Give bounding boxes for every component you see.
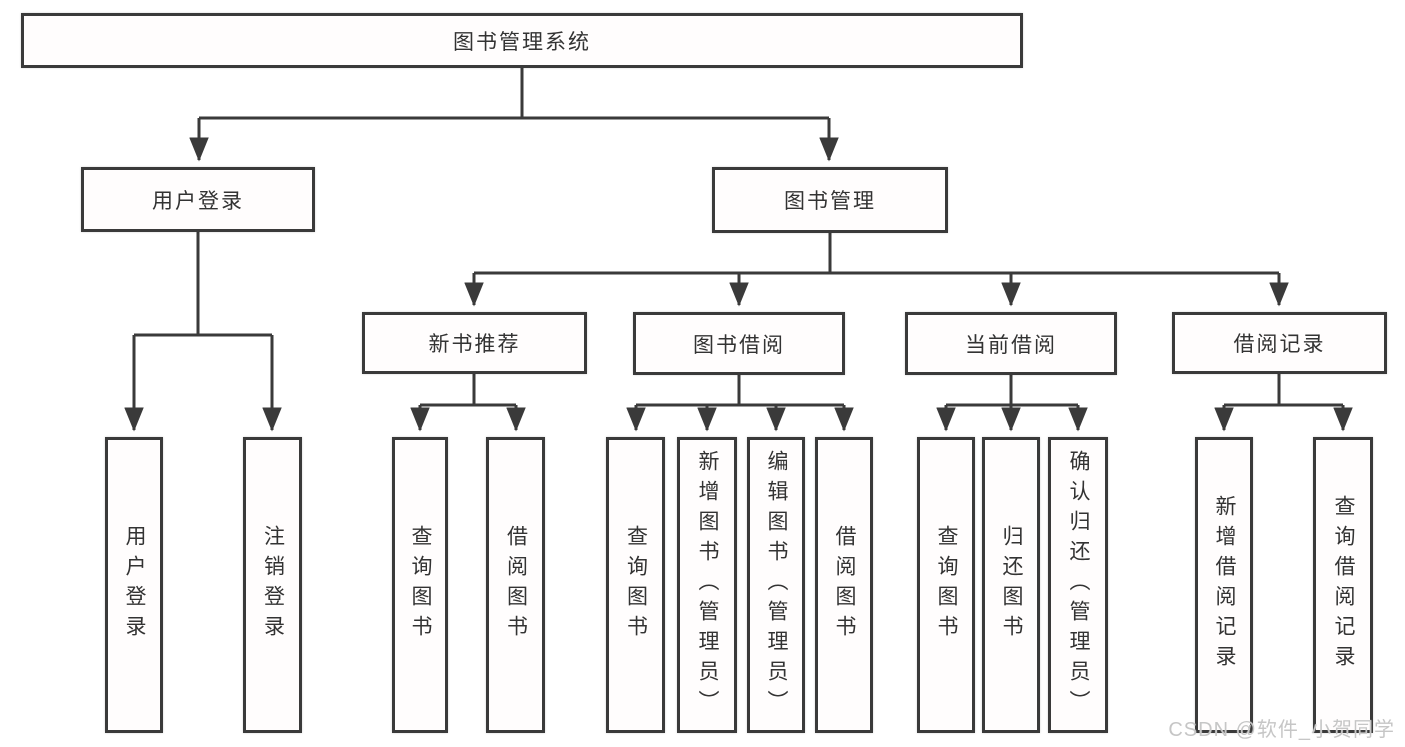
node-book-borrowing: 图书借阅 bbox=[633, 312, 845, 375]
leaf-label: 借阅图书 bbox=[833, 525, 856, 645]
node-label: 用户登录 bbox=[152, 189, 244, 213]
node-library-system: 图书管理系统 bbox=[21, 13, 1023, 68]
leaf-edit-book-admin: 编辑图书（管理员） bbox=[747, 437, 805, 733]
leaf-label: 查询借阅记录 bbox=[1332, 495, 1355, 675]
node-user-login: 用户登录 bbox=[81, 167, 315, 232]
node-label: 图书管理系统 bbox=[453, 30, 591, 54]
node-label: 当前借阅 bbox=[965, 333, 1057, 357]
leaf-logout: 注销登录 bbox=[243, 437, 302, 733]
leaf-label: 新增图书（管理员） bbox=[696, 450, 719, 720]
leaf-label: 编辑图书（管理员） bbox=[765, 450, 788, 720]
leaf-label: 用户登录 bbox=[123, 525, 146, 645]
node-book-management: 图书管理 bbox=[712, 167, 948, 233]
leaf-borrow-books: 借阅图书 bbox=[815, 437, 873, 733]
csdn-watermark: CSDN @软件_小贺同学 bbox=[1168, 719, 1395, 741]
leaf-borrow-books-recommend: 借阅图书 bbox=[486, 437, 545, 733]
node-label: 图书借阅 bbox=[693, 333, 785, 357]
leaf-query-borrow-record: 查询借阅记录 bbox=[1313, 437, 1373, 733]
leaf-label: 借阅图书 bbox=[504, 525, 528, 645]
leaf-confirm-return-admin: 确认归还（管理员） bbox=[1048, 437, 1108, 733]
leaf-query-books-recommend: 查询图书 bbox=[392, 437, 448, 733]
leaf-label: 归还图书 bbox=[1000, 525, 1023, 645]
leaf-query-books-current: 查询图书 bbox=[917, 437, 975, 733]
leaf-label: 确认归还（管理员） bbox=[1067, 450, 1090, 720]
leaf-add-borrow-record: 新增借阅记录 bbox=[1195, 437, 1253, 733]
leaf-label: 注销登录 bbox=[261, 525, 285, 645]
node-label: 新书推荐 bbox=[428, 333, 521, 356]
leaf-return-books: 归还图书 bbox=[982, 437, 1040, 733]
leaf-label: 新增借阅记录 bbox=[1213, 495, 1236, 675]
node-borrowing-records: 借阅记录 bbox=[1172, 312, 1387, 374]
leaf-label: 查询图书 bbox=[409, 525, 432, 645]
leaf-label: 查询图书 bbox=[935, 525, 958, 645]
node-label: 借阅记录 bbox=[1233, 333, 1326, 356]
node-label: 图书管理 bbox=[784, 190, 876, 213]
node-current-borrowing: 当前借阅 bbox=[905, 312, 1117, 375]
leaf-label: 查询图书 bbox=[624, 525, 648, 645]
leaf-query-books-borrow: 查询图书 bbox=[606, 437, 665, 733]
leaf-add-book-admin: 新增图书（管理员） bbox=[677, 437, 737, 733]
node-new-book-recommend: 新书推荐 bbox=[362, 312, 587, 374]
leaf-user-login: 用户登录 bbox=[105, 437, 163, 733]
